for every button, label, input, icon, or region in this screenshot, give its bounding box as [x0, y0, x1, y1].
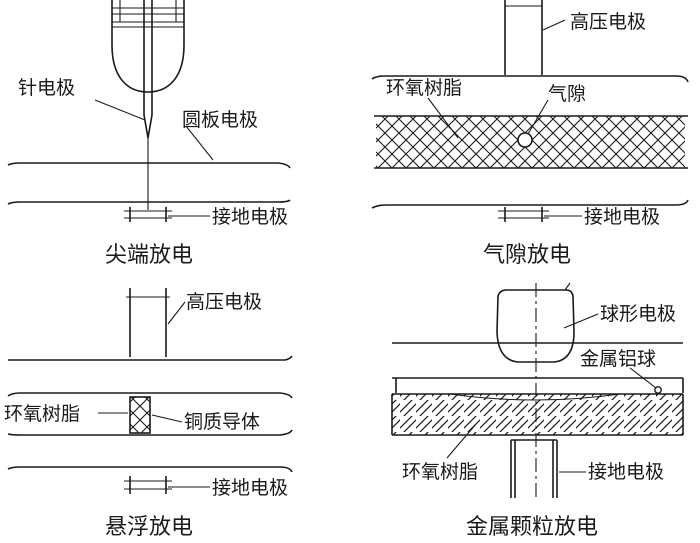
needle-leader [94, 99, 146, 121]
epoxy-leader [427, 97, 459, 139]
copper-conductor-label: 铜质导体 [184, 411, 260, 433]
hv-electrode [504, 0, 543, 75]
panel-particle-discharge: 球形电极 金属铝球 环氧树脂 接地电极 金属颗粒放电 [391, 282, 684, 540]
ground-electrode [498, 207, 549, 222]
needle-electrode-label: 针电极 [18, 77, 75, 99]
hv-electrode-label: 高压电极 [186, 291, 262, 313]
epoxy-leader [446, 423, 477, 459]
void-leader [527, 99, 549, 135]
ground-electrode-label: 接地电极 [212, 477, 288, 499]
aluminum-ball-label: 金属铝球 [580, 348, 656, 370]
hv-leader [167, 301, 186, 325]
ground-electrode-label: 接地电极 [212, 206, 288, 228]
plate-electrode-label: 圆板电极 [182, 109, 258, 131]
ground-electrode [510, 439, 558, 498]
ball-electrode-label: 球形电极 [600, 303, 676, 325]
upper-plate [8, 355, 293, 361]
hv-electrode-label: 高压电极 [570, 11, 646, 33]
needle-holder [111, 0, 185, 93]
epoxy-resin-label: 环氧树脂 [4, 403, 80, 425]
ground-electrode [124, 207, 172, 222]
caption-gap-discharge: 气隙放电 [483, 243, 571, 268]
epoxy-resin-label: 环氧树脂 [402, 461, 478, 483]
upper-plate [371, 75, 689, 83]
air-void-label: 气隙 [548, 83, 586, 105]
needle-electrode [143, 0, 153, 210]
aluminum-ball [654, 386, 662, 394]
epoxy-block [391, 377, 684, 436]
ground-electrode [124, 476, 172, 494]
panel-tip-discharge: 针电极 圆板电极 接地电极 尖端放电 [7, 0, 291, 268]
hv-leader [542, 19, 566, 31]
air-void [517, 132, 533, 148]
epoxy-layer [7, 392, 293, 436]
caption-tip-discharge: 尖端放电 [105, 243, 193, 268]
ground-electrode-label: 接地电极 [588, 461, 664, 483]
plate-leader [185, 125, 214, 161]
caption-floating-discharge: 悬浮放电 [105, 515, 193, 540]
panel-gap-discharge: 高压电极 环氧树脂 气隙 接地电极 气隙放电 [371, 0, 689, 268]
plate-electrode [7, 162, 291, 205]
copper-leader [151, 414, 183, 423]
ground-electrode-label: 接地电极 [584, 206, 660, 228]
panel-floating-discharge: 高压电极 环氧树脂 铜质导体 接地电极 悬浮放电 [4, 288, 293, 540]
ball-electrode [496, 282, 575, 363]
ball-electrode-leader [563, 313, 599, 329]
hv-electrode [126, 288, 170, 357]
al-ball-leader [629, 367, 657, 389]
caption-particle-discharge: 金属颗粒放电 [466, 515, 598, 540]
lower-plate [7, 466, 293, 473]
epoxy-resin-label: 环氧树脂 [386, 77, 462, 99]
lower-plate [371, 199, 689, 209]
copper-conductor [129, 396, 151, 434]
